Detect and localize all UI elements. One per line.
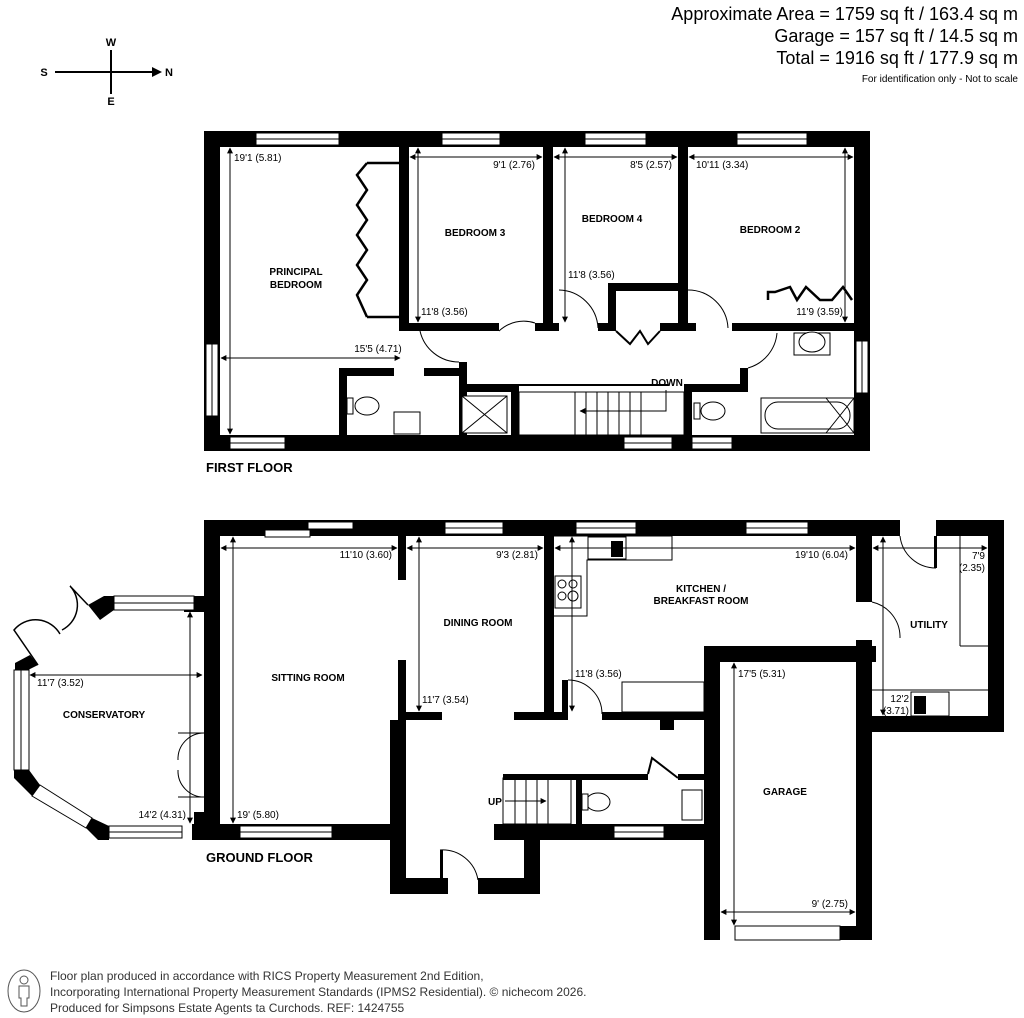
- toilet-icon: [346, 396, 380, 416]
- ground-floor-label: GROUND FLOOR: [206, 850, 313, 865]
- compass-east: E: [107, 96, 114, 108]
- bedroom-3-label: BEDROOM 3: [445, 228, 506, 239]
- hob-icon: [554, 575, 582, 609]
- bedroom-2-label: BEDROOM 2: [740, 225, 801, 236]
- utility-dim-a: 7'9: [972, 551, 985, 562]
- bedroom-3-dim-a: 9'1 (2.76): [493, 160, 535, 171]
- garage-area: Garage = 157 sq ft / 14.5 sq m: [774, 26, 1018, 46]
- principal-bedroom-label-2: BEDROOM: [270, 280, 322, 291]
- utility-dim-b: 12'2: [890, 694, 909, 705]
- bedroom-2-dim-b: 11'9 (3.59): [796, 307, 843, 318]
- approximate-area: Approximate Area = 1759 sq ft / 163.4 sq…: [671, 4, 1018, 24]
- kitchen-dim-a: 19'10 (6.04): [795, 550, 848, 561]
- toilet-icon: [581, 792, 611, 812]
- bedroom-3-dim-b: 11'8 (3.56): [421, 307, 468, 318]
- compass-south: S: [40, 67, 47, 79]
- basin-icon: [393, 411, 421, 435]
- utility-dim-a-metric: (2.35): [959, 563, 985, 574]
- footer-line-2: Incorporating International Property Mea…: [50, 985, 587, 999]
- utility-label: UTILITY: [910, 620, 948, 631]
- rics-person-icon: [7, 969, 41, 1013]
- bedroom-2-dim-a: 10'11 (3.34): [696, 160, 748, 171]
- utility-dim-b-metric: (3.71): [883, 706, 909, 717]
- first-floor-label: FIRST FLOOR: [206, 460, 293, 475]
- stairs-up-icon: [502, 777, 572, 825]
- ground-floor-plan: 11'7 (3.52) 14'2 (4.31) CONSERVATORY 11'…: [13, 520, 1004, 941]
- bedroom-4-dim-a: 8'5 (2.57): [630, 160, 672, 171]
- north-arrow-icon: [152, 67, 162, 77]
- disclaimer: For identification only - Not to scale: [861, 74, 1018, 85]
- principal-bedroom-dim-a: 19'1 (5.81): [234, 153, 282, 164]
- principal-bedroom-label: PRINCIPAL: [269, 267, 322, 278]
- first-floor-plan: 19'1 (5.81) 15'5 (4.71) PRINCIPAL BEDROO…: [204, 131, 870, 475]
- kitchen-dim-b: 11'8 (3.56): [575, 669, 622, 680]
- stairs-down-label: DOWN: [651, 378, 683, 389]
- conservatory-dim-a: 11'7 (3.52): [37, 678, 84, 689]
- sitting-room-label: SITTING ROOM: [271, 673, 344, 684]
- sitting-room-dim-a: 11'10 (3.60): [340, 550, 392, 561]
- dining-room-dim-b: 11'7 (3.54): [422, 695, 469, 706]
- stairs-up-label: UP: [488, 797, 502, 808]
- bath-icon: [760, 397, 855, 434]
- footer-line-3: Produced for Simpsons Estate Agents ta C…: [50, 1001, 405, 1015]
- compass: W S N E: [40, 37, 173, 108]
- bedroom-4-label: BEDROOM 4: [582, 214, 643, 225]
- bedroom-4-dim-b: 11'8 (3.56): [568, 270, 615, 281]
- garage-label: GARAGE: [763, 787, 807, 798]
- toilet-icon: [693, 401, 726, 421]
- shower-icon: [461, 395, 508, 434]
- conservatory-dim-b: 14'2 (4.31): [139, 810, 187, 821]
- footer-line-1: Floor plan produced in accordance with R…: [50, 969, 484, 983]
- basin-icon: [681, 789, 703, 821]
- sitting-room-dim-b: 19' (5.80): [237, 810, 279, 821]
- footer-notes: Floor plan produced in accordance with R…: [50, 968, 586, 1016]
- principal-bedroom-dim-b: 15'5 (4.71): [354, 344, 402, 355]
- total-area: Total = 1916 sq ft / 177.9 sq m: [776, 48, 1018, 68]
- garage-dim-b: 9' (2.75): [812, 899, 848, 910]
- dining-room-label: DINING ROOM: [444, 618, 513, 629]
- kitchen-label-2: BREAKFAST ROOM: [654, 596, 749, 607]
- compass-west: W: [106, 37, 117, 49]
- garage-dim-a: 17'5 (5.31): [738, 669, 786, 680]
- compass-north: N: [165, 67, 173, 79]
- dining-room-dim-a: 9'3 (2.81): [496, 550, 538, 561]
- conservatory-label: CONSERVATORY: [63, 710, 146, 721]
- kitchen-label: KITCHEN /: [676, 584, 726, 595]
- stairs-down-icon: [518, 390, 685, 436]
